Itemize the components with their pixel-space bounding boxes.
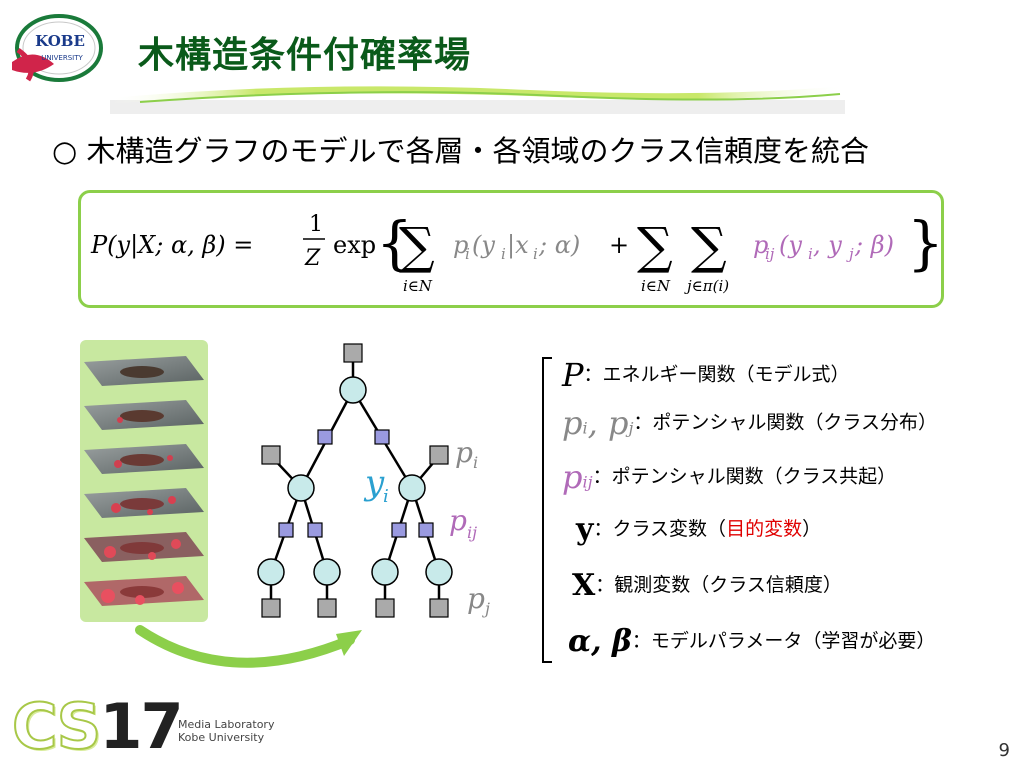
legend-bracket bbox=[540, 356, 554, 666]
formula-sum1-sub: i∈N bbox=[403, 277, 433, 295]
page-title: 木構造条件付確率場 bbox=[138, 35, 472, 76]
formula-sum-2: ∑ bbox=[637, 217, 673, 275]
svg-text:j∈π(i): j∈π(i) bbox=[684, 277, 729, 295]
legend-row-energy: P：エネルギー関数（モデル式） bbox=[562, 356, 850, 394]
label-pi: p bbox=[455, 436, 473, 469]
lab-name: Media Laboratory Kobe University bbox=[178, 718, 275, 744]
svg-text:ij: ij bbox=[467, 523, 477, 542]
formula-plus: + bbox=[609, 231, 629, 259]
observation-node bbox=[317, 598, 337, 618]
cs17-logo: CS17 bbox=[11, 689, 184, 764]
curved-arrow bbox=[130, 620, 380, 690]
factor-node bbox=[418, 522, 434, 538]
svg-text:; α): ; α) bbox=[538, 231, 580, 259]
svg-text:i: i bbox=[808, 245, 813, 263]
legend-row-class-variable: y：クラス変数（目的変数） bbox=[576, 512, 822, 547]
svg-text:, y: , y bbox=[813, 231, 842, 259]
label-yi: y bbox=[363, 463, 385, 503]
label-pj: p bbox=[467, 582, 485, 615]
observation-node bbox=[261, 598, 281, 618]
formula-box: P(y|X; α, β) = 1 Z exp { ∑ i∈N p i (y i … bbox=[78, 190, 944, 308]
formula-lhs: P(y|X; α, β) = bbox=[90, 231, 253, 260]
formula-right-brace: } bbox=[907, 209, 941, 277]
svg-text:i: i bbox=[533, 245, 538, 263]
svg-text:i: i bbox=[465, 245, 470, 263]
svg-text:UNIVERSITY: UNIVERSITY bbox=[41, 54, 83, 62]
svg-text:j: j bbox=[482, 599, 490, 618]
tree-graph: p i y i p ij p j bbox=[255, 340, 510, 630]
svg-text:(y: (y bbox=[472, 231, 495, 259]
formula-frac-den: Z bbox=[304, 246, 321, 271]
layer-image-5 bbox=[84, 532, 204, 562]
variable-node bbox=[257, 558, 285, 586]
formula-exp: exp bbox=[333, 231, 376, 259]
svg-text:i∈N: i∈N bbox=[641, 277, 671, 295]
formula-sum-1: ∑ bbox=[399, 217, 435, 275]
legend-row-parameters: α, β：モデルパラメータ（学習が必要） bbox=[568, 624, 936, 659]
label-pij: p bbox=[449, 504, 467, 537]
formula-left-brace: { bbox=[376, 209, 413, 277]
variable-node bbox=[339, 376, 367, 404]
observation-node bbox=[261, 445, 281, 465]
factor-node bbox=[317, 429, 333, 445]
svg-text:p: p bbox=[453, 231, 468, 259]
observation-node bbox=[429, 445, 449, 465]
factor-node bbox=[374, 429, 390, 445]
layer-image-1 bbox=[84, 356, 204, 386]
layer-stack-panel bbox=[80, 340, 208, 622]
svg-text:j: j bbox=[846, 245, 854, 263]
svg-text:ij: ij bbox=[765, 245, 775, 263]
svg-text:i: i bbox=[501, 245, 506, 263]
title-swoosh-decoration bbox=[110, 76, 845, 116]
bullet-text: ○ 木構造グラフのモデルで各層・各領域のクラス信頼度を統合 bbox=[52, 134, 869, 168]
layer-image-4 bbox=[84, 488, 204, 518]
target-variable-label: 目的変数 bbox=[726, 518, 803, 540]
factor-node bbox=[391, 522, 407, 538]
svg-text:|x: |x bbox=[507, 231, 529, 260]
crf-formula: P(y|X; α, β) = 1 Z exp { ∑ i∈N p i (y i … bbox=[90, 209, 944, 295]
svg-text:KOBE: KOBE bbox=[35, 32, 85, 50]
legend-row-observed-variable: X：観測変数（クラス信頼度） bbox=[572, 568, 842, 603]
layer-images bbox=[84, 356, 204, 606]
layer-image-3 bbox=[84, 444, 204, 474]
layer-image-6 bbox=[84, 576, 204, 606]
variable-node bbox=[313, 558, 341, 586]
variable-node bbox=[371, 558, 399, 586]
formula-sum-3: ∑ bbox=[691, 217, 727, 275]
factor-node bbox=[278, 522, 294, 538]
observation-node bbox=[343, 343, 363, 363]
factor-node bbox=[307, 522, 323, 538]
formula-frac-num: 1 bbox=[309, 212, 323, 237]
svg-text:; β): ; β) bbox=[854, 231, 894, 259]
university-logo: KOBE UNIVERSITY bbox=[4, 12, 104, 84]
observation-node bbox=[429, 598, 449, 618]
variable-node bbox=[425, 558, 453, 586]
svg-text:i: i bbox=[383, 486, 389, 507]
variable-node bbox=[287, 474, 315, 502]
layer-image-2 bbox=[84, 400, 204, 430]
observation-node bbox=[375, 598, 395, 618]
legend-row-potential-class: pi, pj：ポテンシャル関数（クラス分布） bbox=[562, 404, 938, 442]
svg-text:(y: (y bbox=[779, 231, 802, 259]
variable-node bbox=[398, 474, 426, 502]
svg-text:p: p bbox=[753, 231, 768, 259]
page-number: 9 bbox=[998, 740, 1010, 761]
legend-row-potential-cooccur: pij：ポテンシャル関数（クラス共起） bbox=[562, 458, 897, 496]
svg-text:i: i bbox=[473, 453, 478, 472]
